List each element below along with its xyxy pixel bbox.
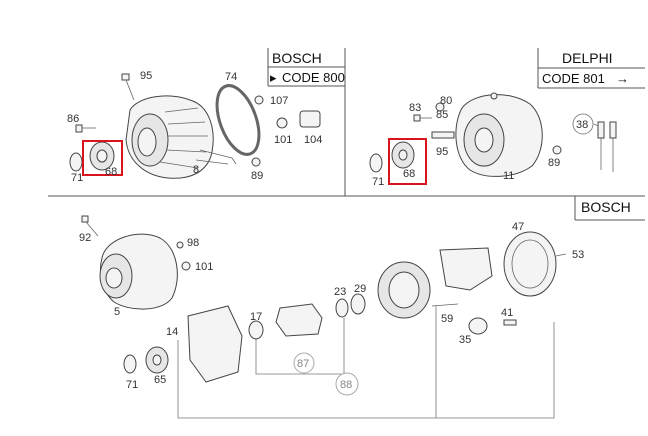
- code-801-label: CODE 801: [542, 71, 605, 86]
- label-101-bottom: 101: [195, 261, 213, 273]
- label-68-delphi: 68: [403, 168, 415, 180]
- header-delphi: DELPHI CODE 801 →: [537, 48, 645, 89]
- labels-top-right: 83 80 38 85 95 89 71 68 11: [372, 95, 594, 188]
- label-68: 68: [105, 166, 117, 178]
- circle-88: [335, 372, 359, 396]
- label-98: 98: [187, 237, 199, 249]
- label-86: 86: [67, 113, 79, 125]
- alternator-delphi: [369, 92, 617, 177]
- panel-dividers: [48, 48, 645, 221]
- label-14: 14: [166, 326, 178, 338]
- labels-top-left: 95 74 107 86 101 104 71 68 8 89: [67, 70, 322, 184]
- label-38: 38: [576, 119, 588, 131]
- label-107: 107: [270, 95, 288, 107]
- code-800-label: CODE 800: [282, 70, 345, 85]
- label-11: 11: [503, 170, 514, 182]
- alternator-bosch-bottom: [81, 215, 567, 419]
- label-74: 74: [225, 71, 237, 83]
- label-23: 23: [334, 286, 346, 298]
- brand-delphi: DELPHI: [562, 50, 613, 66]
- highlight-box-68-top-left: [82, 140, 123, 176]
- label-41: 41: [501, 307, 513, 319]
- label-71-bottom: 71: [126, 379, 138, 391]
- label-5: 5: [114, 306, 120, 318]
- label-104: 104: [304, 134, 322, 146]
- label-80: 80: [440, 95, 452, 107]
- label-83: 83: [409, 102, 421, 114]
- label-89-delphi: 89: [548, 157, 560, 169]
- highlight-box-68-top-right: [388, 138, 427, 185]
- label-35: 35: [459, 334, 471, 346]
- label-29: 29: [354, 283, 366, 295]
- label-101: 101: [274, 134, 292, 146]
- label-47: 47: [512, 221, 524, 233]
- code-arrow-top-right: →: [616, 71, 629, 86]
- label-8: 8: [193, 164, 199, 176]
- label-95: 95: [140, 70, 152, 82]
- header-bosch-top: BOSCH ▸ CODE 800: [267, 48, 345, 87]
- label-65: 65: [154, 374, 166, 386]
- labels-bottom: 92 98 101 5 47 53 17 23 29 59 41 35 14 7…: [79, 221, 584, 396]
- brand-bosch-bottom: BOSCH: [581, 199, 631, 215]
- label-87: 87: [297, 358, 309, 370]
- label-92: 92: [79, 232, 91, 244]
- label-71: 71: [71, 172, 83, 184]
- label-17: 17: [250, 311, 262, 323]
- label-88: 88: [340, 379, 352, 391]
- alternator-bosch-top: [69, 73, 321, 179]
- label-95-delphi: 95: [436, 146, 448, 158]
- circle-87: [293, 352, 315, 374]
- brand-bosch-top: BOSCH: [272, 50, 322, 66]
- label-89: 89: [251, 170, 263, 182]
- circle-38: [572, 113, 594, 135]
- bolt-95-head: [121, 73, 130, 81]
- label-71-delphi: 71: [372, 176, 384, 188]
- label-59: 59: [441, 313, 453, 325]
- code-arrow-top-left: ▸: [270, 70, 277, 85]
- label-53: 53: [572, 249, 584, 261]
- label-85: 85: [436, 109, 448, 121]
